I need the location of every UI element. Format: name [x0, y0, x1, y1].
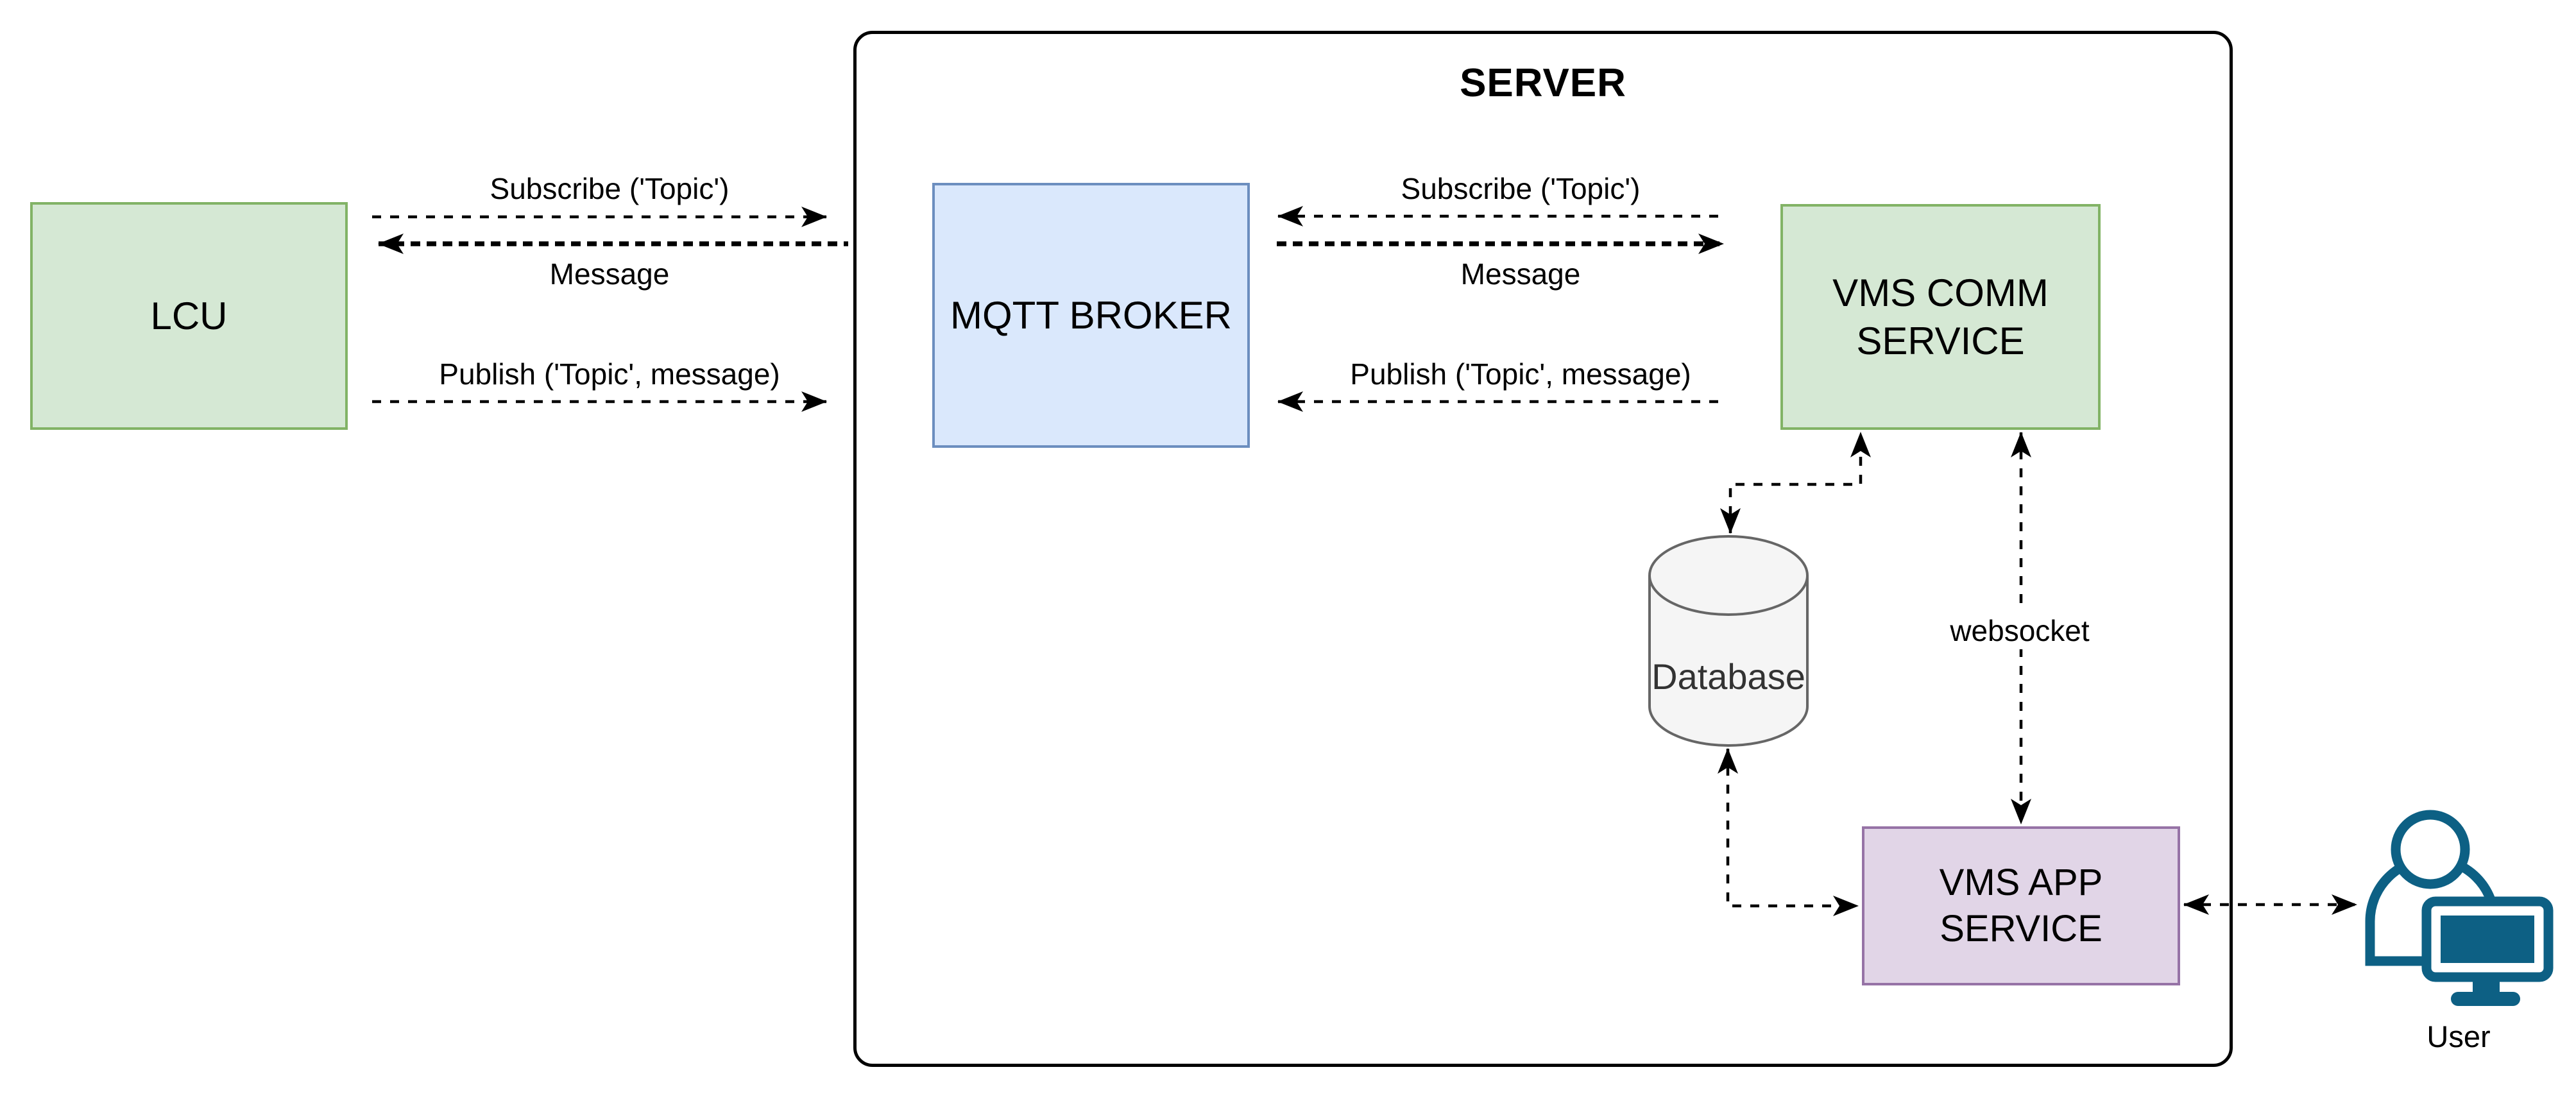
- user-icon: [2365, 810, 2554, 1006]
- edge-label-broker-publish: Publish ('Topic', message): [1350, 357, 1691, 391]
- edge-label-broker-subscribe: Subscribe ('Topic'): [1401, 172, 1641, 205]
- edge-database-app-line: [1718, 748, 1859, 916]
- node-database: [1648, 534, 1809, 747]
- edge-label-lcu-publish: Publish ('Topic', message): [439, 357, 780, 391]
- database-cylinder-icon: [1648, 535, 1809, 747]
- node-user: [2362, 810, 2555, 1009]
- edge-label-broker-message: Message: [1460, 257, 1581, 291]
- edge-label-websocket: websocket: [1943, 612, 2096, 649]
- node-lcu: LCU: [30, 202, 348, 430]
- node-mqtt-broker: MQTT BROKER: [932, 183, 1250, 448]
- database-label: Database: [1651, 656, 1805, 697]
- node-vms-app-service: VMS APP SERVICE: [1862, 826, 2180, 985]
- node-vms-comm-service: VMS COMM SERVICE: [1780, 204, 2101, 430]
- server-title: SERVER: [1460, 61, 1626, 105]
- edge-comm-database-line: [1720, 432, 1871, 534]
- edge-label-lcu-message: Message: [549, 257, 670, 291]
- edge-label-lcu-subscribe: Subscribe ('Topic'): [490, 172, 729, 205]
- user-label: User: [2427, 1019, 2491, 1053]
- server-container: [853, 31, 2233, 1067]
